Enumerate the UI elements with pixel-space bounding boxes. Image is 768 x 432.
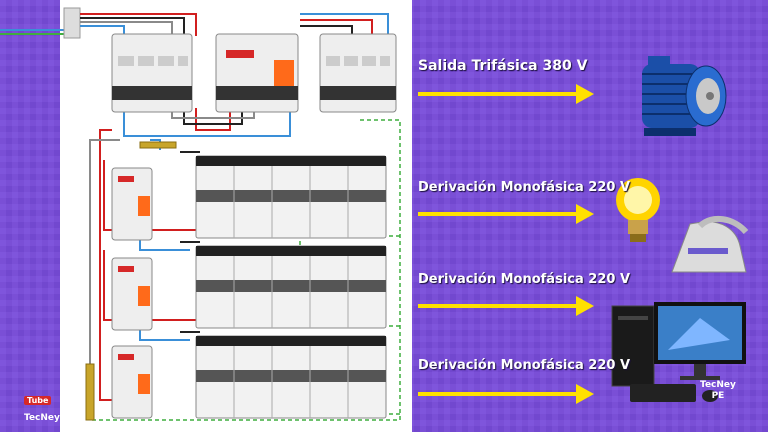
main-breaker: [111, 33, 193, 113]
iron-icon: [671, 215, 749, 273]
youtube-badge: Tube: [24, 396, 52, 405]
brand-line-1: TecNey: [700, 380, 736, 390]
channel-name: TecNey PE: [24, 413, 76, 423]
label-single-phase-branch-2: Derivación Monofásica 220 V: [418, 272, 630, 287]
arrow-three-phase: [418, 84, 594, 104]
output-breaker: [319, 33, 397, 113]
brand-line-2: PE: [711, 391, 725, 401]
light-bulb-icon: [616, 178, 660, 242]
label-single-phase-branch-1: Derivación Monofásica 220 V: [418, 180, 630, 195]
brand-watermark: TecNey PE: [700, 380, 736, 402]
power-feed-wires: [0, 7, 81, 39]
main-rcd: [215, 33, 299, 113]
branch-row-2: [111, 245, 387, 331]
mcb-dividers: [233, 166, 349, 418]
arrow-branch-1: [418, 204, 594, 224]
branch-row-3: [111, 335, 387, 419]
label-three-phase-output: Salida Trifásica 380 V: [418, 58, 588, 74]
label-single-phase-branch-3: Derivación Monofásica 220 V: [418, 358, 630, 373]
arrow-branch-3: [418, 384, 594, 404]
branch-row-1: [111, 155, 387, 241]
arrow-branch-2: [418, 296, 594, 316]
computer-icon: [611, 302, 746, 402]
motor-icon: [642, 56, 727, 136]
neutral-bar: [139, 141, 177, 149]
ground-bar: [85, 363, 95, 421]
youtube-logo: Tube: [24, 396, 52, 405]
